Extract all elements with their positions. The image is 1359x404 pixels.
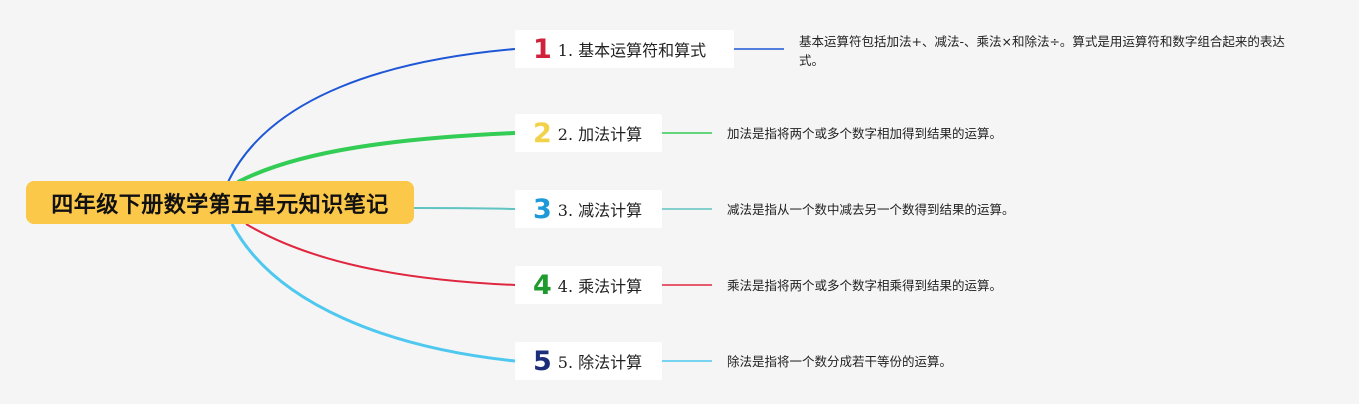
note-1[interactable]: 基本运算符包括加法+、减法-、乘法×和除法÷。算式是用运算符和数字组合起来的表达… [799, 34, 1285, 68]
note-3[interactable]: 减法是指从一个数中减去另一个数得到结果的运算。 [727, 202, 1015, 217]
branch-line-2 [237, 131, 516, 184]
branch-line-4 [245, 223, 516, 286]
topic-3[interactable]: 3 3. 减法计算 [515, 190, 662, 228]
topic-label: 4. 乘法计算 [557, 277, 643, 296]
topic-label: 1. 基本运算符和算式 [557, 41, 707, 60]
topic-label: 2. 加法计算 [557, 125, 643, 144]
branch-line-5 [230, 223, 516, 363]
topic-label: 3. 减法计算 [557, 201, 643, 220]
number-3-icon: 3 [533, 193, 552, 225]
root-topic[interactable]: 四年级下册数学第五单元知识笔记 [26, 181, 414, 224]
branch-line-3 [413, 207, 516, 210]
number-2-icon: 2 [533, 117, 552, 149]
note-2[interactable]: 加法是指将两个或多个数字相加得到结果的运算。 [727, 126, 1003, 141]
topic-5[interactable]: 5 5. 除法计算 [515, 342, 662, 380]
note-4[interactable]: 乘法是指将两个或多个数字相乘得到结果的运算。 [727, 278, 1003, 293]
number-5-icon: 5 [533, 345, 552, 377]
branch-line-1 [227, 48, 516, 183]
note-5[interactable]: 除法是指将一个数分成若干等份的运算。 [727, 354, 953, 369]
topic-label: 5. 除法计算 [557, 353, 643, 372]
topic-1[interactable]: 1 1. 基本运算符和算式 [515, 30, 734, 68]
root-title: 四年级下册数学第五单元知识笔记 [51, 192, 389, 218]
number-1-icon: 1 [533, 33, 552, 65]
number-4-icon: 4 [533, 269, 552, 301]
topic-2[interactable]: 2 2. 加法计算 [515, 114, 662, 152]
topic-4[interactable]: 4 4. 乘法计算 [515, 266, 662, 304]
